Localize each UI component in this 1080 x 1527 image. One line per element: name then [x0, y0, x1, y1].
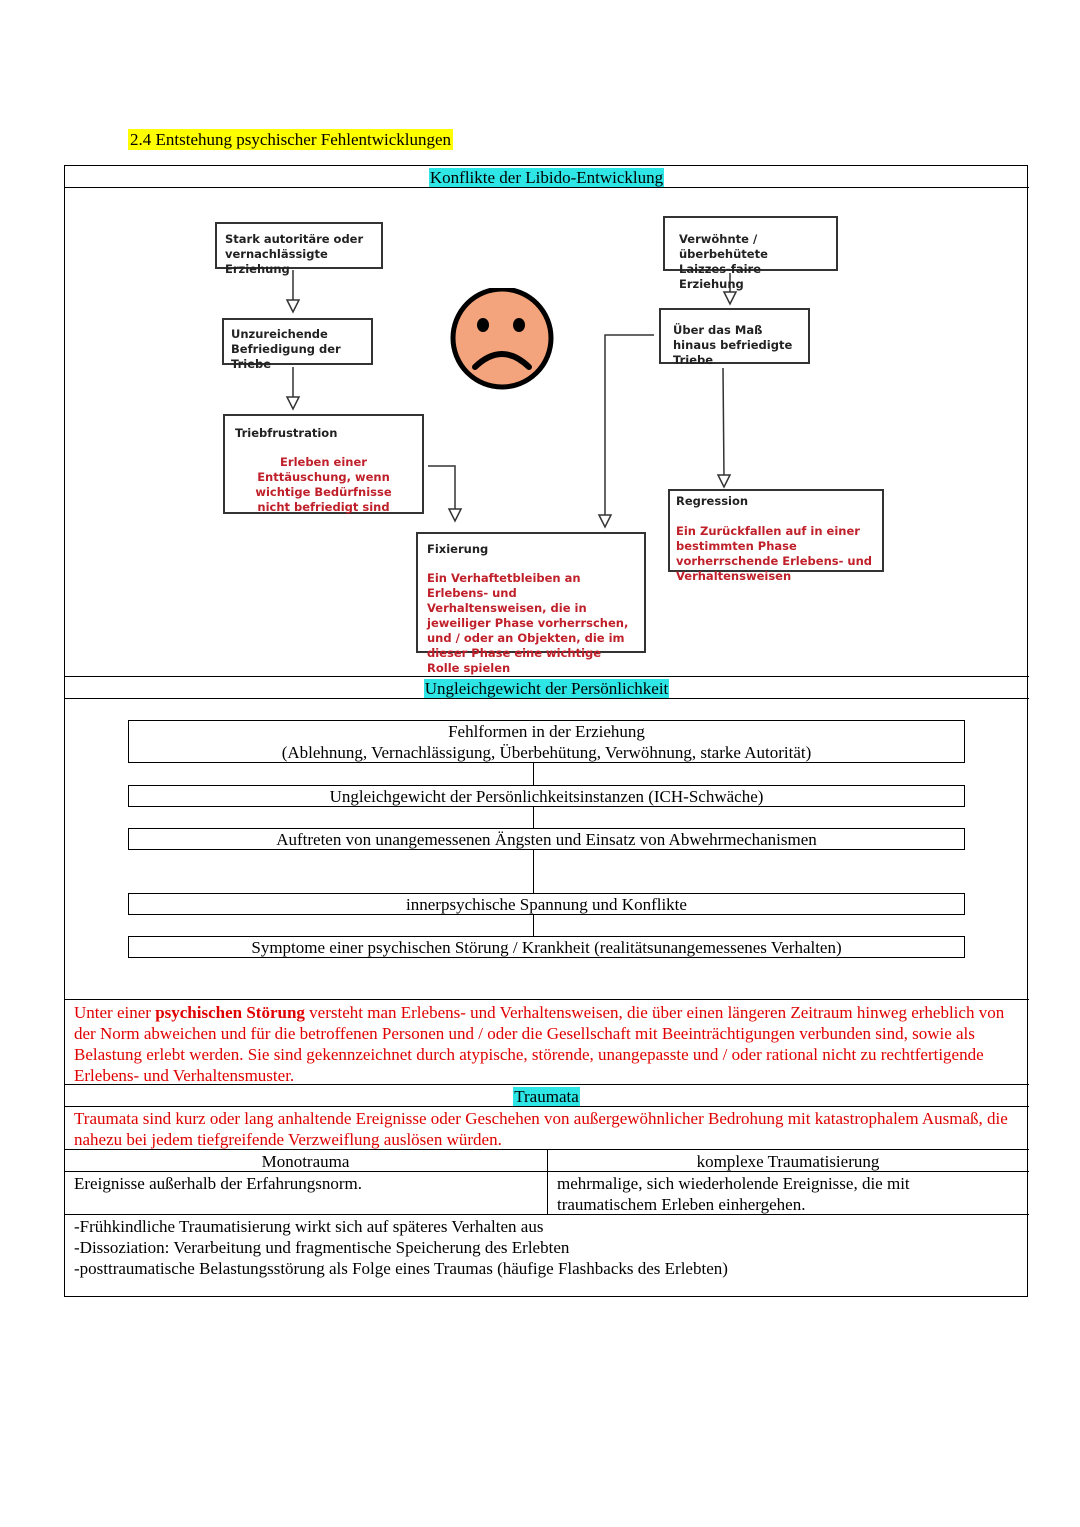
flow-connector: [533, 914, 534, 936]
arrow-excess-to-regression: [722, 367, 725, 479]
libido-header: Konflikte der Libido-Entwicklung: [64, 167, 1029, 188]
divider: [64, 1106, 1029, 1107]
flow-connector: [533, 763, 534, 785]
trauma-header-label: Traumata: [513, 1087, 580, 1106]
box-fixation: Fixierung Ein Verhaftetbleiben an Erlebe…: [416, 532, 646, 675]
flow-step-inner-conflict: innerpsychische Spannung und Konflikte: [128, 893, 965, 915]
divider: [64, 1214, 1029, 1215]
arrow-excess-to-fixation: [604, 334, 654, 516]
box-insufficient-satisfaction: Unzureichende Befriedigung der Triebe: [222, 318, 373, 371]
definition-term: psychischen Störung: [155, 1003, 305, 1022]
fixation-description: Ein Verhaftetbleiben an Erlebens- und Ve…: [427, 571, 629, 675]
psych-disorder-definition: Unter einer psychischen Störung versteht…: [74, 1002, 1019, 1086]
flow-step-ego-weakness: Ungleichgewicht der Persönlichkeitsinsta…: [128, 785, 965, 807]
divider: [64, 187, 1029, 188]
libido-diagram-arrows: [285, 270, 738, 529]
box-regression: Regression Ein Zurückfallen auf in einer…: [668, 489, 884, 583]
trauma-notes: -Frühkindliche Traumatisierung wirkt sic…: [74, 1216, 1019, 1279]
divider: [64, 698, 1029, 699]
box-pampered-upbringing: Verwöhnte / überbehütete Laizzes-faire E…: [663, 216, 838, 291]
trauma-note: -posttraumatische Belastungsstörung als …: [74, 1259, 728, 1278]
monotrauma-description: Ereignisse außerhalb der Erfahrungsnorm.: [74, 1174, 362, 1193]
flow-connector: [533, 806, 534, 828]
flow-step-upbringing-flaws: Fehlformen in der Erziehung (Ablehnung, …: [128, 720, 965, 763]
trauma-note: -Frühkindliche Traumatisierung wirkt sic…: [74, 1217, 544, 1236]
content-table: [64, 165, 1028, 1297]
complex-trauma-description: mehrmalige, sich wiederholende Ereigniss…: [557, 1174, 910, 1214]
arrow-frustration-to-fixation: [428, 465, 456, 515]
column-divider: [547, 1149, 548, 1214]
box-excess-satisfaction: Über das Maß hinaus befriedigte Triebe: [659, 308, 810, 367]
frustration-description: Erleben einer Enttäuschung, wenn wichtig…: [255, 455, 392, 514]
fixation-title: Fixierung: [427, 542, 489, 556]
box-drive-frustration: Triebfrustration Erleben einer Enttäusch…: [223, 414, 424, 514]
definition-prefix: Unter einer: [74, 1003, 156, 1022]
regression-title: Regression: [676, 494, 749, 508]
definition-text: versteht man Erlebens- und Verhaltenswei…: [74, 1003, 1005, 1085]
trauma-header: Traumata: [64, 1086, 1029, 1107]
divider: [64, 1084, 1029, 1085]
box-excess-label: Über das Maß hinaus befriedigte Triebe: [673, 323, 793, 367]
regression-description: Ein Zurückfallen auf in einer bestimmten…: [676, 524, 872, 583]
box-pampered-label: Verwöhnte / überbehütete Laizzes-faire E…: [679, 232, 768, 291]
flow-connector: [533, 850, 534, 893]
flow-step-symptoms: Symptome einer psychischen Störung / Kra…: [128, 936, 965, 958]
divider: [64, 1149, 1029, 1150]
trauma-definition: Traumata sind kurz oder lang anhaltende …: [74, 1109, 1008, 1149]
box-authoritarian-upbringing: Stark autoritäre oder vernachlässigte Er…: [215, 222, 383, 276]
section-title: 2.4 Entstehung psychischer Fehlentwicklu…: [128, 129, 454, 150]
box-authoritarian-label: Stark autoritäre oder vernachlässigte Er…: [225, 232, 364, 276]
flow-step-fears-defense: Auftreten von unangemessenen Ängsten und…: [128, 828, 965, 850]
libido-header-label: Konflikte der Libido-Entwicklung: [428, 168, 665, 187]
frustration-title: Triebfrustration: [235, 426, 338, 440]
imbalance-header: Ungleichgewicht der Persönlichkeit: [64, 678, 1029, 699]
trauma-note: -Dissoziation: Verarbeitung und fragment…: [74, 1238, 570, 1257]
monotrauma-header: Monotrauma: [261, 1152, 350, 1171]
flow-step-1-title: Fehlformen in der Erziehung: [448, 722, 645, 741]
divider: [64, 999, 1029, 1000]
box-insufficient-label: Unzureichende Befriedigung der Triebe: [231, 327, 341, 371]
imbalance-header-label: Ungleichgewicht der Persönlichkeit: [423, 679, 670, 698]
complex-trauma-header: komplexe Traumatisierung: [696, 1152, 880, 1171]
divider: [64, 1171, 1029, 1172]
divider: [64, 676, 1029, 677]
flow-step-1-detail: (Ablehnung, Vernachlässigung, Überbehütu…: [281, 743, 812, 762]
sad-face-icon: [450, 288, 554, 390]
